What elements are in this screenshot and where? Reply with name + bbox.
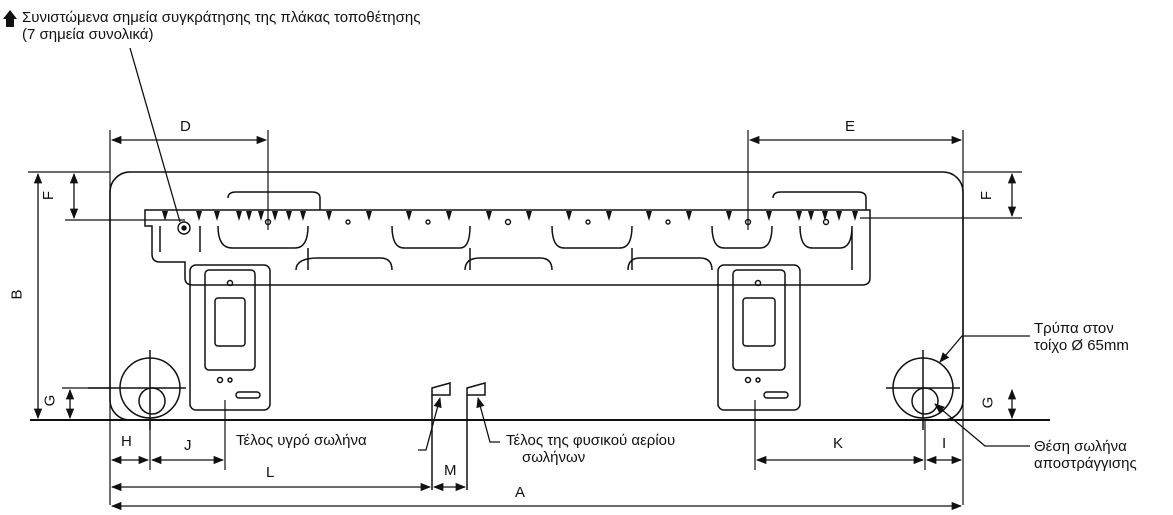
- dim-label-m: M: [444, 462, 457, 479]
- wall-hole-line2: τοίχο Ø 65mm: [1034, 337, 1129, 354]
- leader-lines: [129, 47, 1030, 451]
- fixing-points-callout: Συνιστώμενα σημεία συγκράτησης της πλάκα…: [22, 9, 420, 43]
- dim-label-l: L: [266, 464, 275, 481]
- indoor-unit-outline: [109, 171, 964, 421]
- left-wall-hole: [88, 350, 186, 430]
- dim-label-k: K: [833, 435, 844, 452]
- pipe-end-markers: [431, 382, 486, 490]
- drain-line1: Θέση σωλήνα: [1034, 438, 1127, 455]
- fixing-points-title: Συνιστώμενα σημεία συγκράτησης της πλάκα…: [22, 9, 421, 26]
- wall-hole-callout: Τρύπα στον τοίχο Ø 65mm: [1034, 320, 1129, 354]
- dim-label-b: B: [8, 289, 26, 300]
- drain-line2: αποστράγγισης: [1034, 455, 1137, 472]
- dim-label-j: J: [184, 437, 192, 454]
- dim-label-g-left: G: [41, 394, 59, 407]
- right-hanger-bracket: [717, 264, 801, 411]
- mounting-plate: [144, 191, 871, 286]
- gas-pipe-callout: Τέλος της φυσικού αερίου σωλήνων: [506, 432, 675, 466]
- fixing-points-count: (7 σημεία συνολικά): [22, 26, 154, 43]
- dim-label-f-right: F: [978, 190, 996, 201]
- fixing-points: [177, 218, 830, 235]
- dim-label-d: D: [180, 118, 191, 135]
- dimension-lines: [33, 135, 1017, 511]
- gas-pipe-line2: σωλήνων: [522, 449, 586, 466]
- liquid-pipe-callout: Τέλος υγρό σωλήνα: [236, 432, 367, 449]
- dim-label-e: E: [845, 118, 856, 135]
- drain-pipe-callout: Θέση σωλήνα αποστράγγισης: [1034, 438, 1137, 472]
- dim-label-h: H: [121, 433, 132, 450]
- gas-pipe-line1: Τέλος της φυσικού αερίου: [506, 432, 676, 449]
- dim-label-i: I: [942, 435, 947, 452]
- wall-hole-line1: Τρύπα στον: [1034, 320, 1114, 337]
- mounting-plate-slots: [162, 211, 858, 221]
- dim-label-g-right: G: [979, 396, 997, 409]
- left-hanger-bracket: [189, 264, 271, 411]
- right-wall-hole: [886, 350, 960, 430]
- extension-lines: [28, 130, 1022, 505]
- up-arrow-icon: [3, 10, 17, 27]
- dim-label-f-left: F: [40, 190, 58, 201]
- dim-label-a: A: [515, 484, 526, 501]
